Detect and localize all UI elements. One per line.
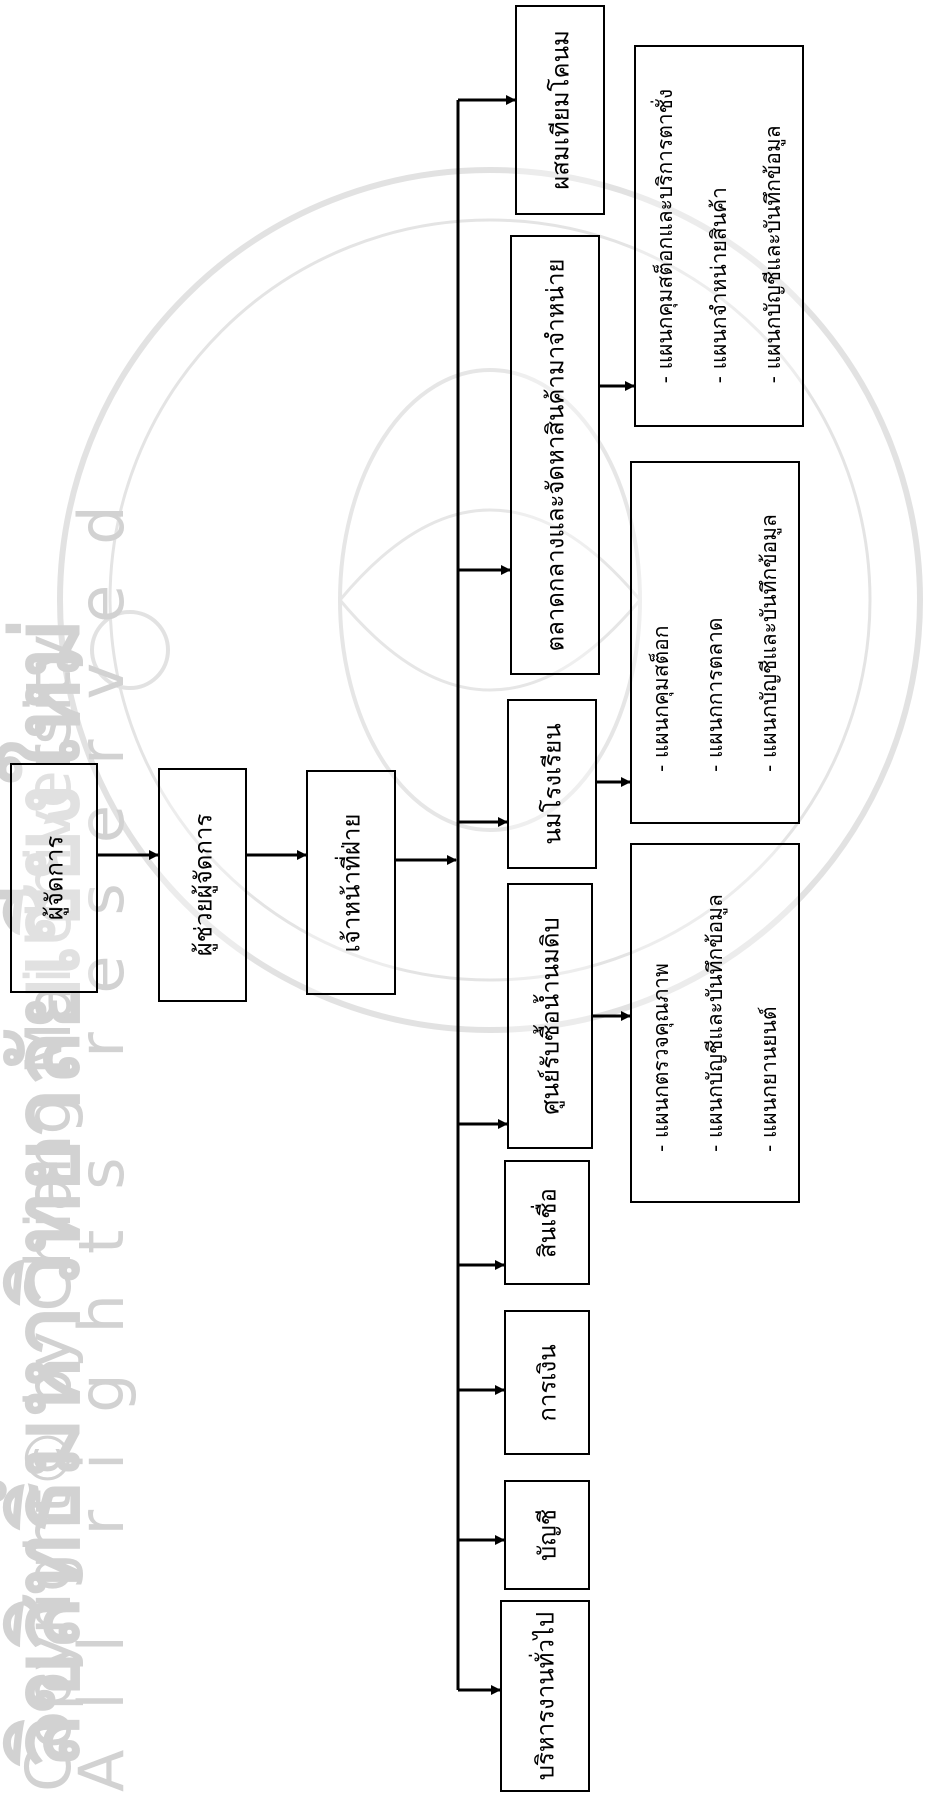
dept-central-market-box: ตลาดกลางและจัดหาสินค้ามาจำหน่าย: [510, 235, 600, 675]
dept-finance-box: การเงิน: [504, 1310, 590, 1455]
subunit-item: - แผนกการตลาด: [703, 616, 727, 772]
division-head-label: เจ้าหน้าที่ฝ่าย: [337, 813, 366, 952]
dept-general-admin-label: บริหารงานทั่วไป: [531, 1611, 560, 1781]
dept-ai-insemination-box: ผสมเทียมโคนม: [515, 5, 605, 215]
dept-accounting-box: บัญชี: [504, 1480, 590, 1590]
manager-box: ผู้จัดการ: [10, 763, 98, 993]
assistant-manager-box: ผู้ช่วยผู้จัดการ: [158, 768, 247, 1002]
manager-label: ผู้จัดการ: [40, 835, 69, 921]
subunit-item: - แผนกยานยนต์: [757, 1006, 781, 1152]
dept-general-admin-box: บริหารงานทั่วไป: [500, 1600, 590, 1792]
subunit-item: - แผนกตรวจคุณภาพ: [649, 963, 673, 1152]
subunit-item: - แผนกคุมสต็อกและบริการตาชั่ง: [653, 88, 677, 384]
dept-milk-center-box: ศูนย์รับซื้อน้ำนมดิบ: [507, 883, 593, 1149]
dept-accounting-label: บัญชี: [533, 1509, 562, 1561]
subunit-item: - แผนกบัญชีและบันทึกข้อมูล: [761, 125, 785, 384]
division-head-box: เจ้าหน้าที่ฝ่าย: [306, 770, 396, 995]
subunit-item: - แผนกบัญชีและบันทึกข้อมูล: [703, 894, 727, 1152]
dept-credit-label: สินเชื่อ: [533, 1187, 562, 1258]
dept-school-milk-box: นมโรงเรียน: [507, 699, 597, 869]
dept-central-market-label: ตลาดกลางและจัดหาสินค้ามาจำหน่าย: [541, 258, 570, 652]
dept-milk-center-label: ศูนย์รับซื้อน้ำนมดิบ: [536, 917, 565, 1115]
school-milk-subunit-list: - แผนกคุมสต็อก - แผนกการตลาด - แผนกบัญชี…: [634, 514, 796, 772]
school-milk-subunits-box: - แผนกคุมสต็อก - แผนกการตลาด - แผนกบัญชี…: [630, 461, 800, 824]
dept-ai-insemination-label: ผสมเทียมโคนม: [546, 30, 575, 190]
assistant-manager-label: ผู้ช่วยผู้จัดการ: [189, 813, 217, 957]
central-market-subunit-list: - แผนกคุมสต็อกและบริการตาชั่ง - แผนกจำหน…: [638, 89, 800, 383]
milk-center-subunit-list: - แผนกตรวจคุณภาพ - แผนกบัญชีและบันทึกข้อ…: [634, 894, 796, 1152]
subunit-item: - แผนกจำหน่ายสินค้า: [707, 187, 731, 384]
dept-finance-label: การเงิน: [533, 1343, 562, 1422]
central-market-subunits-box: - แผนกคุมสต็อกและบริการตาชั่ง - แผนกจำหน…: [634, 45, 804, 427]
milk-center-subunits-box: - แผนกตรวจคุณภาพ - แผนกบัญชีและบันทึกข้อ…: [630, 843, 800, 1203]
subunit-item: - แผนกบัญชีและบันทึกข้อมูล: [757, 513, 781, 772]
dept-school-milk-label: นมโรงเรียน: [538, 723, 567, 845]
dept-credit-box: สินเชื่อ: [504, 1160, 590, 1285]
subunit-item: - แผนกคุมสต็อก: [649, 625, 673, 772]
